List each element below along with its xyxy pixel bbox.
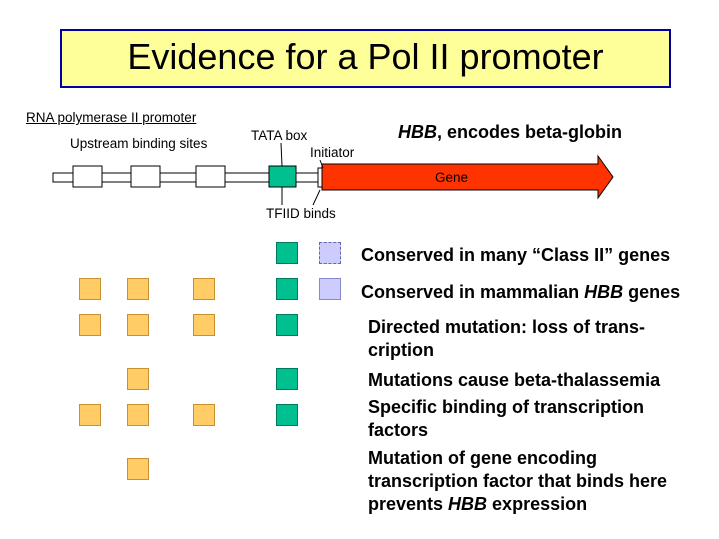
gene-arrow [321,154,614,200]
evidence-2-pre: Conserved in mammalian [361,282,585,302]
evidence-2-italic: HBB [584,282,624,302]
tfiid-pointer-2 [312,189,321,206]
gene-label: Gene [435,170,469,185]
tata-box [268,165,297,188]
title-box [60,29,671,88]
initiator-mark-row-1 [319,242,341,264]
evidence-6-line-3: prevents HBB expression [368,493,667,516]
evidence-3: Directed mutation: loss of trans-criptio… [368,316,645,362]
tata-mark-row-3 [276,314,298,336]
evidence-5: Specific binding of transcription factors [368,396,644,442]
upstream-1-mark-row-5 [79,404,101,426]
initiator-mark-row-2 [319,278,341,300]
tata-mark-row-1 [276,242,298,264]
gene-title-italic: HBB [398,122,437,142]
evidence-5-line-2: factors [368,420,429,440]
upstream-2-mark-row-3 [127,314,149,336]
upstream-site-3 [195,165,226,188]
initiator-label: Initiator [310,145,355,160]
evidence-3-line-2: cription [368,340,434,360]
evidence-6-line-3-italic: HBB [448,494,488,514]
evidence-4: Mutations cause beta-thalassemia [368,370,661,390]
evidence-6: Mutation of gene encoding transcription f… [368,447,667,516]
upstream-2-mark-row-4 [127,368,149,390]
tata-label: TATA box [251,128,308,143]
evidence-6-line-1: Mutation of gene encoding [368,448,597,468]
promoter-label: RNA polymerase II promoter [26,110,197,125]
upstream-site-1 [72,165,103,188]
evidence-6-line-3-post: expression [487,494,588,514]
tata-mark-row-5 [276,404,298,426]
tata-mark-row-4 [276,368,298,390]
upstream-1-mark-row-3 [79,314,101,336]
evidence-2: Conserved in mammalian HBB genes [361,281,680,304]
initiator-pointer [319,159,324,169]
upstream-2-mark-row-6 [127,458,149,480]
upstream-2-mark-row-2 [127,278,149,300]
evidence-3-line-1: Directed mutation: loss of trans- [368,317,646,337]
upstream-3-mark-row-2 [193,278,215,300]
tata-mark-row-2 [276,278,298,300]
upstream-3-mark-row-5 [193,404,215,426]
upstream-3-mark-row-3 [193,314,215,336]
evidence-6-line-3-pre: prevents [368,494,449,514]
upstream-site-2 [130,165,161,188]
upstream-label: Upstream binding sites [70,136,208,151]
tata-pointer [280,142,283,167]
evidence-1: Conserved in many “Class II” genes [361,245,671,265]
upstream-2-mark-row-5 [127,404,149,426]
evidence-2-post: genes [623,282,681,302]
gene-title-rest: , encodes beta-globin [437,122,623,142]
slide-title: Evidence for a Pol II promoter [127,36,604,77]
upstream-1-mark-row-2 [79,278,101,300]
gene-title: HBB, encodes beta-globin [398,122,622,143]
evidence-6-line-2: transcription factor that binds here [368,471,668,491]
evidence-5-line-1: Specific binding of transcription [368,397,645,417]
tfiid-label: TFIID binds [266,206,336,221]
